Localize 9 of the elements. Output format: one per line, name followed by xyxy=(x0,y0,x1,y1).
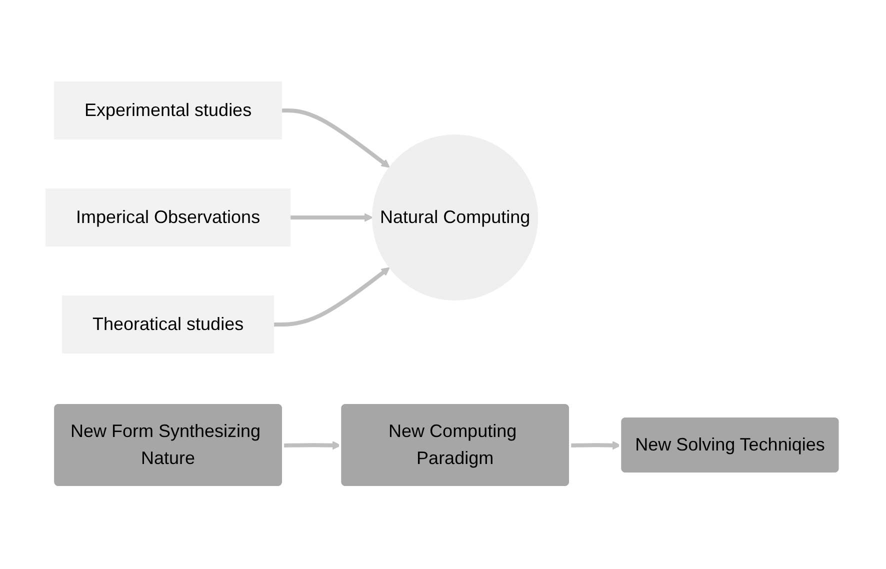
arrow xyxy=(570,440,622,450)
node-circle: Natural Computing xyxy=(372,134,538,301)
node-box: Experimental studies xyxy=(54,82,282,140)
node-box: Imperical Observations xyxy=(46,188,291,246)
arrow xyxy=(274,267,390,326)
arrow xyxy=(290,213,373,222)
node-box: Theoratical studies xyxy=(62,296,274,354)
arrow xyxy=(284,440,342,450)
arrow xyxy=(282,108,390,168)
